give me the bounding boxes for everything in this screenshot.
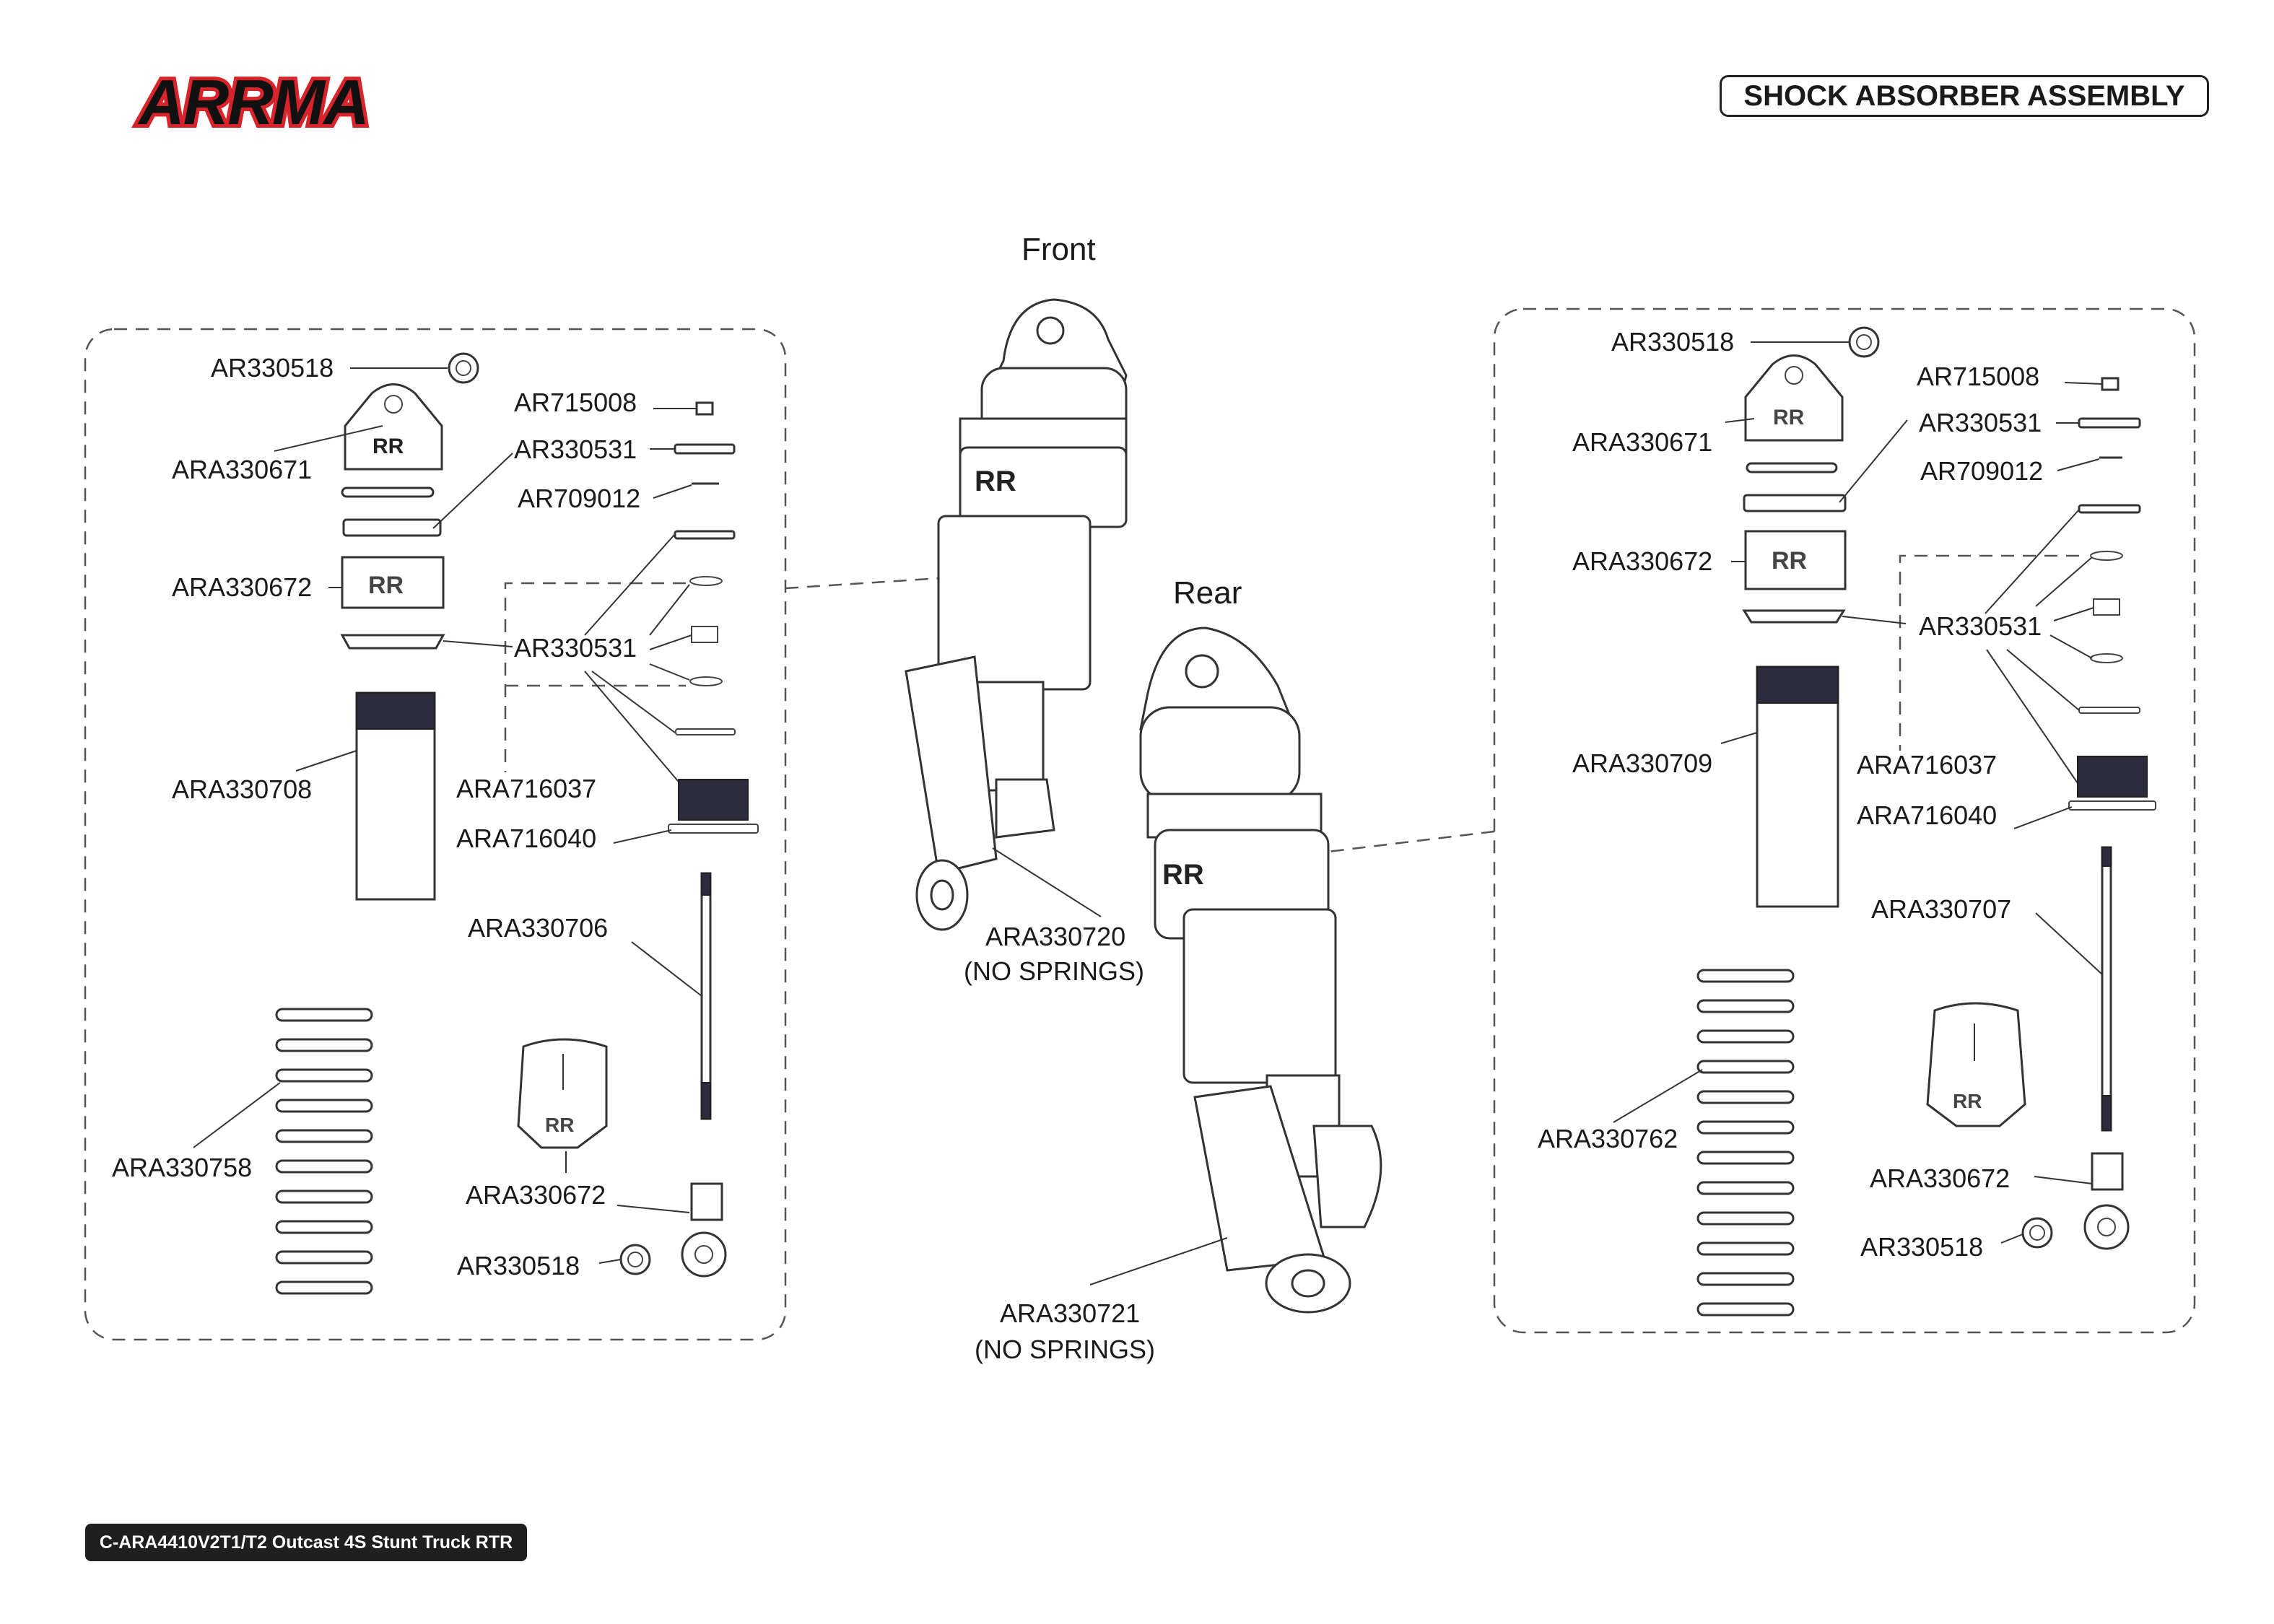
front-heading: Front bbox=[1021, 232, 1096, 267]
front-assembled-leader bbox=[992, 847, 1102, 917]
rear-label-11: ARA330707 bbox=[1871, 894, 2011, 924]
rear-assembled-leader bbox=[1089, 1237, 1228, 1285]
front-spring bbox=[275, 1008, 373, 1295]
front-label-3: AR715008 bbox=[514, 388, 637, 417]
front-cap-sleeve bbox=[341, 556, 445, 609]
rear-label-6: ARA330672 bbox=[1572, 546, 1712, 576]
rear-assembled-part-label: ARA330721 bbox=[1000, 1298, 1140, 1328]
rear-nut-small bbox=[2101, 377, 2120, 391]
rear-label-12: ARA330762 bbox=[1538, 1124, 1678, 1153]
rear-collar bbox=[1743, 494, 1847, 512]
rear-cap-sleeve bbox=[1744, 530, 1847, 590]
rear-label-3: ARA330671 bbox=[1572, 427, 1712, 457]
front-label-4: AR330531 bbox=[514, 435, 637, 464]
page-title-text: SHOCK ABSORBER ASSEMBLY bbox=[1743, 79, 2185, 112]
svg-text:RR: RR bbox=[1773, 406, 1805, 429]
rear-box-connector bbox=[1328, 830, 1495, 853]
svg-text:RR: RR bbox=[545, 1114, 574, 1136]
front-inner-bracket bbox=[504, 582, 686, 772]
rear-label-14: AR330518 bbox=[1860, 1232, 1983, 1262]
rear-spring bbox=[1696, 969, 1795, 1317]
front-label-10: ARA716040 bbox=[456, 824, 596, 853]
front-label-14: AR330518 bbox=[457, 1251, 580, 1280]
front-label-9: ARA716037 bbox=[456, 774, 596, 803]
rear-label-7: AR330531 bbox=[1919, 611, 2042, 641]
rear-spring-cup bbox=[1926, 1002, 2026, 1127]
front-label-5: AR709012 bbox=[518, 484, 640, 513]
front-spring-cup bbox=[517, 1038, 608, 1149]
front-box-connector bbox=[785, 576, 952, 590]
rear-label-5: AR709012 bbox=[1920, 456, 2043, 486]
front-shock-assembled: RR bbox=[905, 298, 1128, 931]
footer-model-text: C-ARA4410V2T1/T2 Outcast 4S Stunt Truck … bbox=[99, 1532, 513, 1553]
svg-text:RR: RR bbox=[373, 435, 404, 458]
brand-wordmark: ARRMA bbox=[137, 66, 368, 138]
rear-label-2: AR715008 bbox=[1917, 362, 2039, 391]
rear-shock-cap bbox=[1744, 354, 1844, 442]
rear-rod-end bbox=[2091, 1152, 2124, 1191]
front-nut-small bbox=[695, 401, 714, 416]
front-oring-cap bbox=[341, 486, 435, 498]
svg-text:RR: RR bbox=[975, 466, 1016, 497]
front-collar bbox=[342, 518, 442, 537]
svg-text:RR: RR bbox=[368, 572, 404, 599]
rear-piston bbox=[2077, 756, 2148, 798]
front-piston bbox=[678, 779, 749, 821]
rear-assembled-note: (NO SPRINGS) bbox=[975, 1335, 1155, 1364]
rear-shock-body bbox=[1756, 665, 1839, 908]
rear-oring-top bbox=[2078, 417, 2141, 429]
front-lower-ring bbox=[340, 634, 445, 650]
front-oring-top bbox=[674, 443, 736, 455]
front-label-13: ARA330672 bbox=[466, 1180, 606, 1210]
front-label-2: ARA330671 bbox=[172, 455, 312, 484]
rear-inner-bracket bbox=[1899, 554, 2079, 751]
front-label-8: ARA330708 bbox=[172, 774, 312, 804]
front-label-7: AR330531 bbox=[514, 633, 637, 663]
front-assembled-note: (NO SPRINGS) bbox=[964, 956, 1144, 986]
front-label-12: ARA330758 bbox=[112, 1153, 252, 1182]
front-rod-end bbox=[690, 1182, 723, 1221]
rear-shock-assembled: RR bbox=[1139, 627, 1382, 1314]
rear-oring-mid-1 bbox=[2078, 504, 2141, 514]
front-label-1: AR330518 bbox=[211, 353, 334, 383]
page-title: SHOCK ABSORBER ASSEMBLY bbox=[1720, 75, 2209, 117]
front-oring-mid-1 bbox=[674, 530, 736, 540]
svg-text:RR: RR bbox=[1162, 859, 1204, 891]
rear-label-13: ARA330672 bbox=[1870, 1164, 2010, 1193]
front-label-11: ARA330706 bbox=[468, 913, 608, 943]
rear-label-9: ARA716037 bbox=[1857, 750, 1997, 780]
front-label-6: ARA330672 bbox=[172, 572, 312, 602]
front-assembled-part-label: ARA330720 bbox=[985, 922, 1125, 951]
arrma-logo: ARRMA bbox=[134, 66, 373, 139]
svg-text:RR: RR bbox=[1953, 1090, 1982, 1112]
front-shock-cap bbox=[344, 383, 443, 471]
rear-label-1: AR330518 bbox=[1611, 327, 1734, 357]
svg-text:RR: RR bbox=[1772, 547, 1807, 575]
rear-parts-box bbox=[1493, 307, 2196, 1334]
rear-heading: Rear bbox=[1173, 575, 1242, 611]
rear-label-4: AR330531 bbox=[1919, 408, 2042, 437]
rear-shaft bbox=[2101, 846, 2112, 1132]
rear-label-8: ARA330709 bbox=[1572, 748, 1712, 778]
rear-label-10: ARA716040 bbox=[1857, 800, 1997, 830]
rear-lower-ring bbox=[1742, 609, 1846, 624]
rear-oring-cap bbox=[1746, 462, 1838, 473]
footer-model-badge: C-ARA4410V2T1/T2 Outcast 4S Stunt Truck … bbox=[85, 1524, 527, 1561]
